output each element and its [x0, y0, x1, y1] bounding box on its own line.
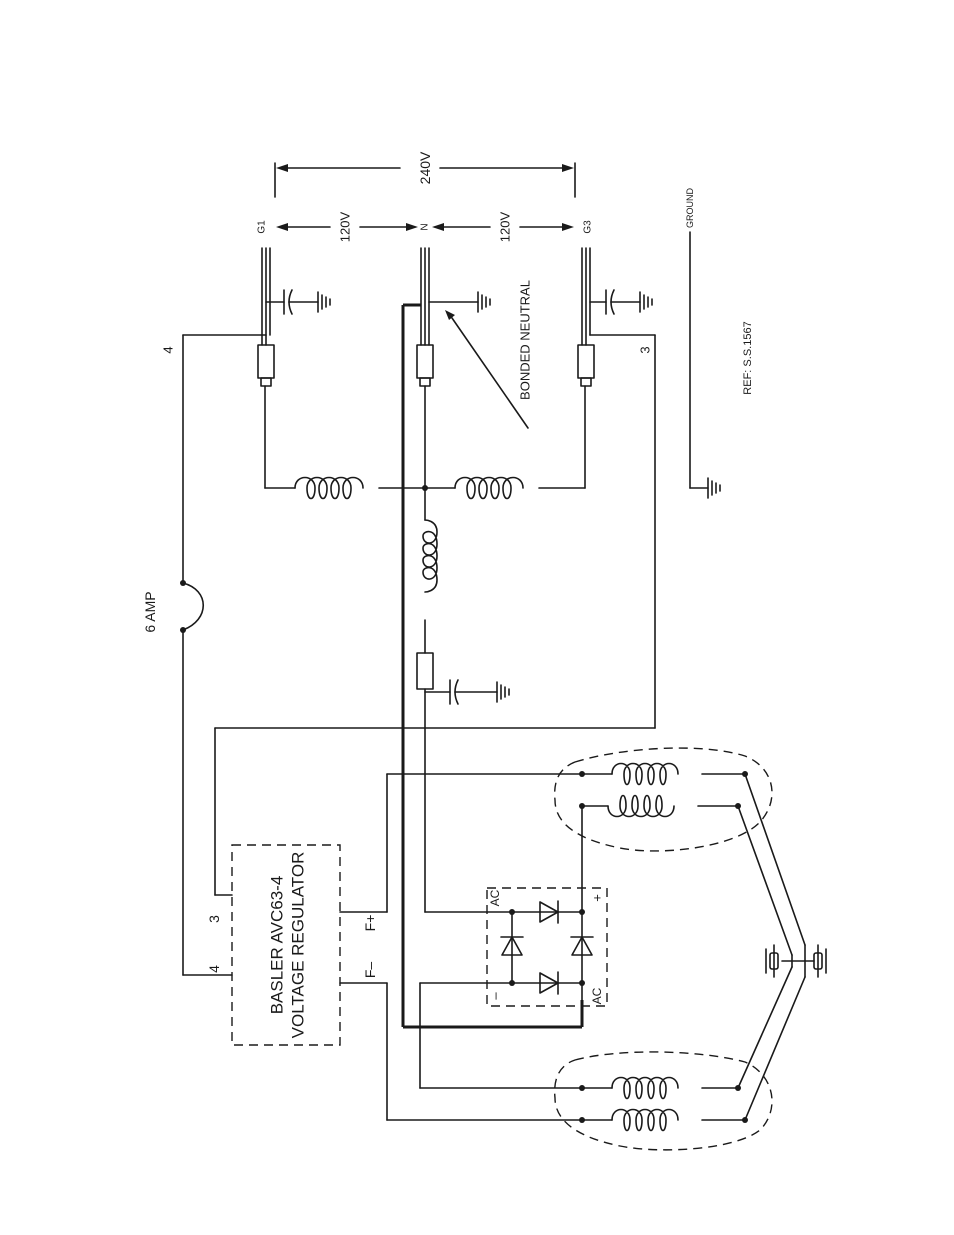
label-ref: REF: S.S.1567: [742, 321, 754, 394]
label-g3: G3: [583, 220, 594, 234]
exciter-winding-top-1: [582, 764, 745, 785]
connector-g1: [258, 345, 274, 386]
label-rect-ac-top: AC: [488, 889, 502, 906]
exciter-winding-bottom-2: [582, 1110, 745, 1131]
exciter-group-bottom-outline: [555, 1052, 772, 1150]
exciter-bottom-node-2: [579, 1117, 585, 1123]
capacitor-g3: [590, 290, 640, 314]
label-rect-minus: –: [488, 992, 503, 1000]
label-120v-left: 120V: [338, 211, 353, 242]
regulator-line2: VOLTAGE REGULATOR: [289, 852, 308, 1039]
exciter-winding-top-2: [582, 796, 738, 817]
ground-n-icon: [429, 292, 490, 312]
label-terminal-3: 3: [206, 915, 222, 923]
connector-g3: [578, 345, 594, 386]
main-winding-right: [425, 386, 585, 499]
exciter-bottom-node-1: [579, 1085, 585, 1091]
capacitor-g1: [266, 290, 318, 314]
label-g1: G1: [257, 220, 268, 234]
rectifier-wiring: [420, 806, 582, 1088]
wire-fminus: [340, 983, 582, 1120]
regulator-line1: BASLER AVC63-4: [268, 876, 287, 1015]
exciter-top-node-1: [579, 771, 585, 777]
label-fuse: 6 AMP: [142, 591, 158, 632]
rect-node-ac2: [579, 980, 585, 986]
rect-node-minus: [509, 980, 515, 986]
wire-4: [183, 335, 266, 975]
label-wire-3-top: 3: [638, 346, 653, 353]
rect-node-plus: [579, 909, 585, 915]
ground-neutral-lower-icon: [497, 682, 509, 702]
label-terminal-fminus: F–: [362, 962, 378, 979]
label-rect-plus: +: [590, 894, 605, 902]
label-terminal-fplus: F+: [362, 915, 378, 932]
harness-connector-icon: [766, 945, 826, 977]
main-winding-left: [265, 386, 425, 499]
output-leads: [262, 248, 590, 345]
exciter-top-node-2: [579, 803, 585, 809]
wire-3: [215, 335, 655, 895]
label-wire-4-top: 4: [161, 346, 176, 353]
label-terminal-4: 4: [206, 965, 222, 973]
ground-g3-icon: [640, 292, 652, 312]
label-ground: GROUND: [685, 188, 695, 228]
bonded-neutral-arrow: [445, 310, 528, 428]
neutral-winding: [423, 386, 437, 653]
label-120v-right: 120V: [498, 211, 513, 242]
rect-node-ac1: [509, 909, 515, 915]
capacitor-neutral-lower: [425, 680, 497, 704]
exciter-group-top-outline: [555, 748, 772, 851]
label-n: N: [420, 223, 431, 230]
exciter-winding-bottom-1: [582, 1078, 738, 1099]
exciter-y-harness: [738, 774, 805, 1120]
ground-g1-icon: [318, 292, 330, 312]
bonded-neutral-bus: [403, 305, 582, 1027]
ground-symbol-icon: [690, 478, 720, 498]
label-240v: 240V: [417, 151, 433, 184]
fuse-terminal-bottom: [180, 627, 186, 633]
label-bonded-neutral: BONDED NEUTRAL: [518, 280, 533, 400]
fuse-terminal-top: [180, 580, 186, 586]
connector-n: [417, 345, 433, 386]
wire-fplus: [340, 774, 582, 912]
label-rect-ac-bottom: AC: [590, 987, 604, 1004]
